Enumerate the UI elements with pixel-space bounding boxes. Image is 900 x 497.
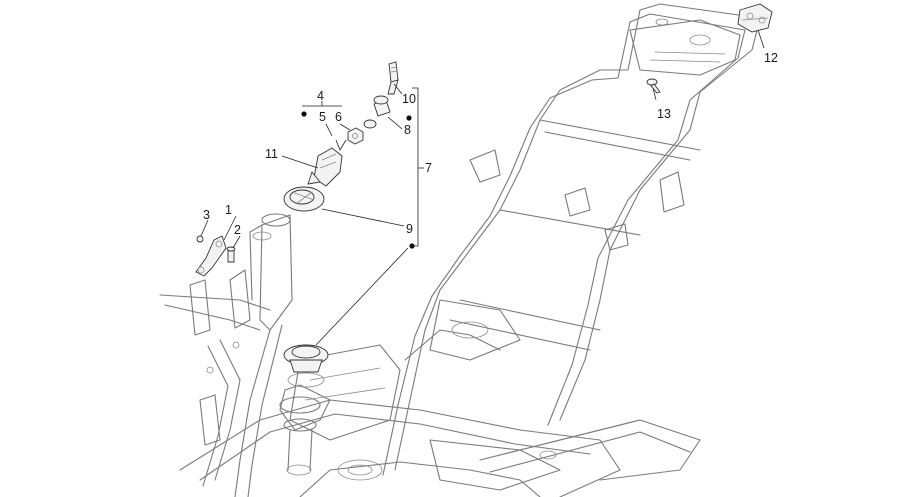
part-13-screw	[646, 78, 661, 94]
callout-9: 9	[406, 222, 413, 236]
part-3-washer	[196, 235, 204, 243]
callout-7: 7	[425, 161, 432, 175]
bracket-dot-left	[301, 111, 307, 117]
callout-2: 2	[234, 223, 241, 237]
callout-5: 5	[319, 110, 326, 124]
callout-8: 8	[404, 123, 411, 137]
part-8-lock-cylinder	[363, 95, 391, 129]
part-6-nut	[347, 127, 364, 145]
callout-10: 10	[402, 92, 416, 106]
callout-1: 1	[225, 203, 232, 217]
callout-13: 13	[657, 107, 671, 121]
callout-12: 12	[764, 51, 778, 65]
leader-lines	[200, 29, 765, 346]
bracket-dot-9	[409, 243, 415, 249]
callout-6: 6	[335, 110, 342, 124]
part-10-key	[387, 61, 399, 95]
part-12-rear-latch	[737, 3, 773, 33]
part-5-clip	[335, 139, 347, 151]
callout-4: 4	[317, 89, 324, 103]
callout-11: 11	[265, 147, 278, 161]
part-11-lock-cover	[307, 147, 343, 187]
part-9-bezel-upper	[283, 186, 325, 212]
bracket-dot-8	[406, 115, 412, 121]
scooter-frame	[159, 3, 761, 497]
part-2-bolt	[226, 246, 236, 263]
part-1-bracket	[195, 235, 227, 277]
part-9-fuel-cap	[283, 344, 329, 388]
callout-3: 3	[203, 208, 210, 222]
